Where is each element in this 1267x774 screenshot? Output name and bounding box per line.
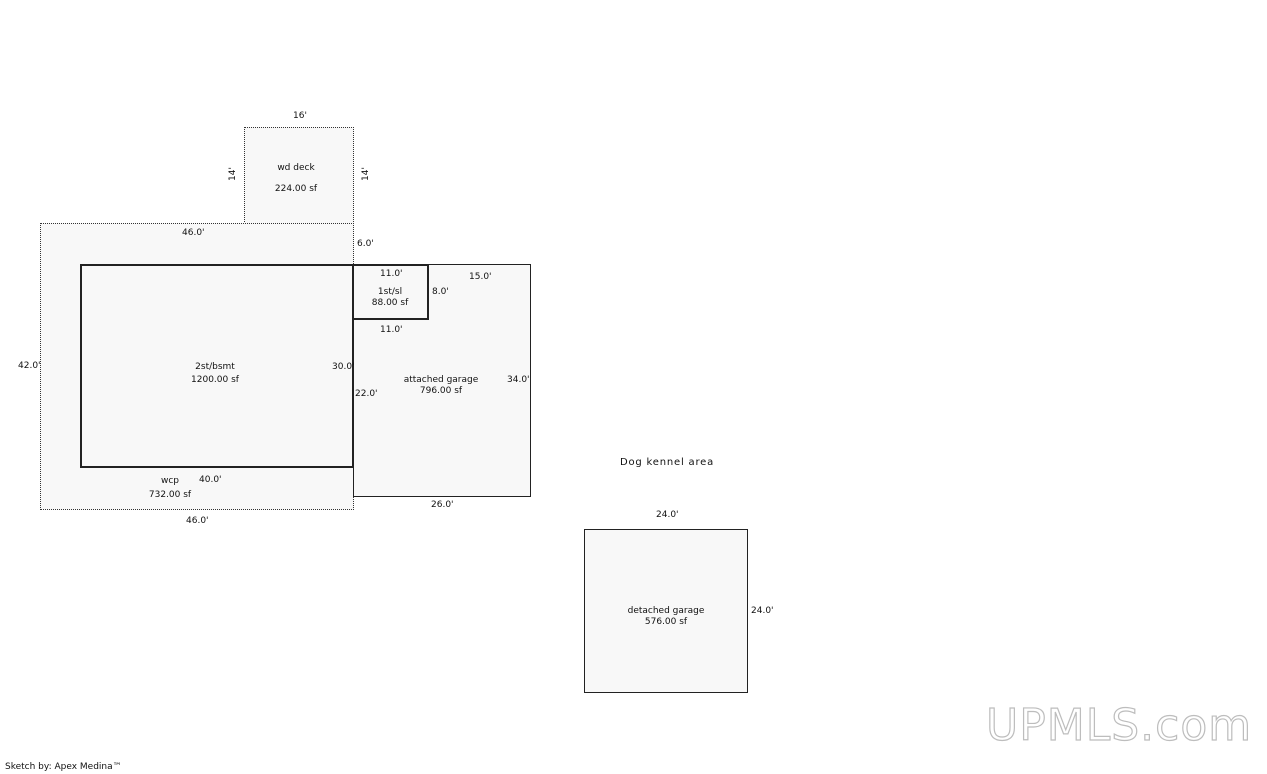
wcp-bottom-dim: 46.0' (186, 516, 209, 526)
wcp-label: wcp 732.00 sf (140, 476, 200, 501)
attached-garage-area-value: 796.00 sf (419, 386, 463, 396)
sl-label: 1st/sl 88.00 sf (360, 287, 420, 309)
wcp-right-dim: 6.0' (357, 239, 374, 249)
wd-deck-name: wd deck (277, 163, 315, 173)
sl-top-dim: 11.0' (380, 269, 403, 279)
upmls-watermark: UPMLS.com (985, 699, 1253, 751)
wd-deck-right-dim: 14' (361, 167, 371, 181)
wcp-left-dim: 42.0' (18, 361, 41, 371)
house-bottom-dim: 40.0' (199, 475, 222, 485)
attached-garage-left-dim: 22.0' (355, 389, 378, 399)
sl-bottom-dim: 11.0' (380, 325, 403, 335)
attached-garage-right-dim: 34.0' (507, 375, 530, 385)
detached-garage-area-value: 576.00 sf (644, 617, 688, 627)
wcp-top-dim: 46.0' (182, 228, 205, 238)
sl-area-value: 88.00 sf (371, 298, 409, 308)
wd-deck-left-dim: 14' (228, 167, 238, 181)
house-area (80, 264, 354, 468)
detached-garage-top-dim: 24.0' (656, 510, 679, 520)
sl-name: 1st/sl (377, 287, 403, 297)
attached-garage-bottom-dim: 26.0' (431, 500, 454, 510)
detached-garage-label: detached garage 576.00 sf (622, 606, 710, 628)
detached-garage-right-dim: 24.0' (751, 606, 774, 616)
wcp-name: wcp (160, 476, 180, 486)
wd-deck-label: wd deck 224.00 sf (264, 163, 328, 195)
dog-kennel-note: Dog kennel area (620, 457, 715, 468)
attached-garage-label: attached garage 796.00 sf (400, 375, 482, 397)
sketch-credit: Sketch by: Apex Medina™ (5, 762, 122, 772)
attached-garage-top-dim: 15.0' (469, 272, 492, 282)
house-area-value: 1200.00 sf (191, 375, 239, 385)
house-name: 2st/bsmt (195, 362, 235, 372)
wd-deck-area (244, 127, 354, 224)
attached-garage-name: attached garage (403, 375, 479, 385)
wd-deck-area-value: 224.00 sf (274, 184, 318, 194)
house-right-dim: 30.0' (332, 362, 355, 372)
sl-right-dim: 8.0' (432, 287, 449, 297)
sl-area (352, 264, 429, 320)
house-label: 2st/bsmt 1200.00 sf (182, 362, 248, 386)
detached-garage-area (584, 529, 748, 693)
detached-garage-name: detached garage (627, 606, 705, 616)
wd-deck-top-dim: 16' (293, 111, 307, 121)
wcp-area-value: 732.00 sf (148, 490, 192, 500)
